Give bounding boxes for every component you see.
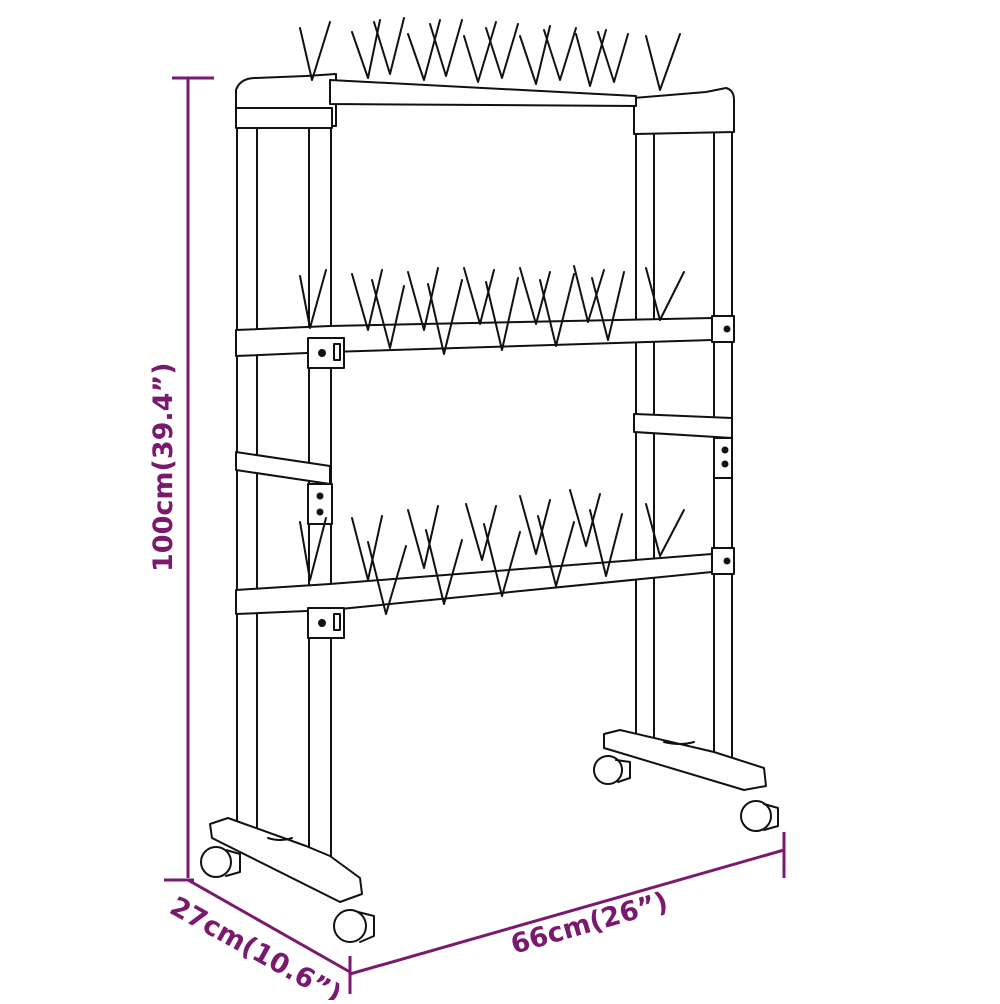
height-dimension: 100cm(39.4”) — [148, 76, 214, 878]
height-label: 100cm(39.4”) — [148, 362, 179, 572]
width-label: 66cm(26”) — [507, 886, 671, 960]
wheel-icon — [593, 755, 631, 785]
wheel-icon — [333, 909, 375, 943]
middle-shelf — [235, 265, 713, 369]
depth-label: 27cm(10.6”) — [165, 891, 347, 1000]
wheel-icon — [740, 800, 779, 832]
top-shelf — [299, 17, 681, 107]
left-frame — [235, 73, 337, 865]
wheel-icon — [200, 846, 241, 878]
right-frame — [633, 87, 735, 773]
depth-dimension: 27cm(10.6”) — [164, 878, 351, 1004]
bottom-shelf — [235, 489, 713, 639]
right-base — [593, 729, 779, 832]
left-base — [200, 817, 375, 943]
width-dimension: 66cm(26”) — [348, 832, 786, 994]
